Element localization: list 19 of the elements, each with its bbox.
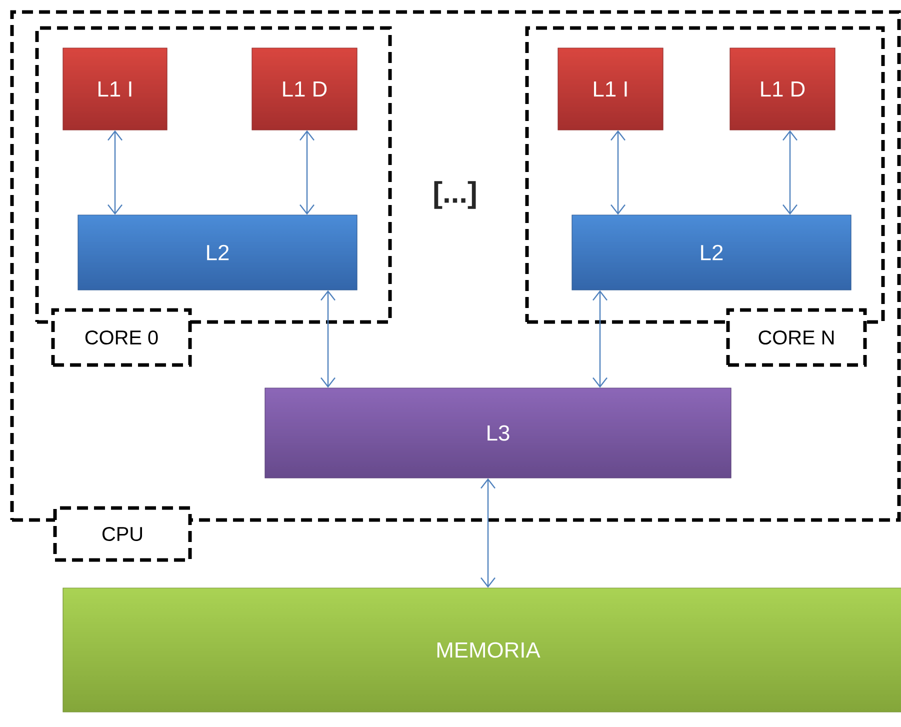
memory-block: MEMORIA [62, 588, 901, 712]
cache-block: L2 [78, 214, 358, 290]
cache-block: L1 D [252, 48, 358, 130]
double-arrow [300, 130, 314, 215]
frame-label: CPU [53, 506, 192, 562]
double-arrow [320, 290, 336, 388]
ellipsis-label: [...] [434, 181, 476, 209]
cache-block: L3 [264, 388, 732, 478]
double-arrow [108, 130, 122, 215]
cache-block: L1 I [558, 48, 664, 130]
cache-block: L2 [572, 214, 852, 290]
double-arrow [592, 290, 608, 388]
cache-block: L1 I [62, 48, 168, 130]
double-arrow [480, 478, 496, 588]
double-arrow [782, 130, 798, 215]
frame-label: CORE 0 [51, 308, 192, 367]
double-arrow [610, 130, 626, 215]
frame-label: CORE N [726, 308, 867, 367]
cache-block: L1 D [730, 48, 836, 130]
